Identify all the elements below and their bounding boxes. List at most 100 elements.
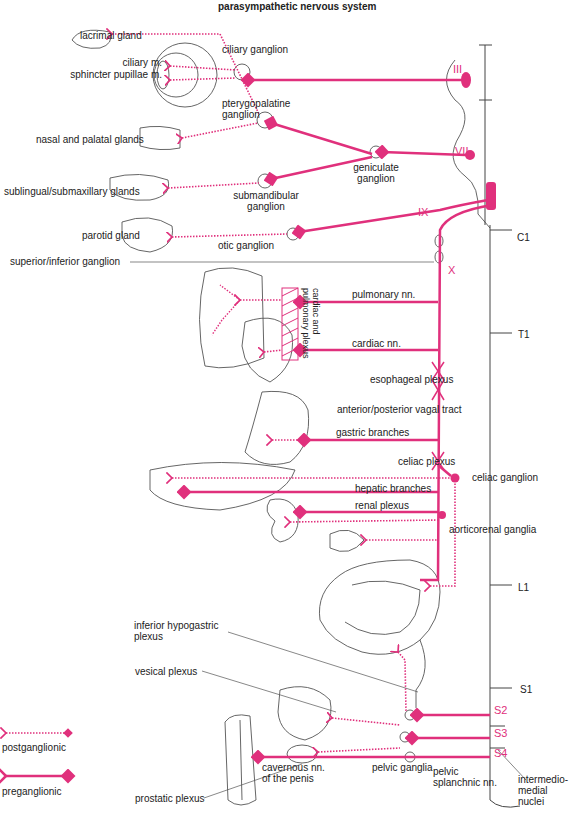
postganglionic-fiber xyxy=(172,234,287,237)
bronchial-branch xyxy=(212,285,240,335)
ganglion-circle xyxy=(400,732,410,742)
part-label: celiac plexus xyxy=(398,456,455,467)
part-label: submandibular ganglion xyxy=(230,190,302,212)
postganglionic-fiber xyxy=(182,123,258,138)
organ-outline xyxy=(319,560,440,654)
diagram-title: parasympathetic nervous system xyxy=(218,1,376,12)
plexus-hatch xyxy=(282,288,298,360)
part-label: aorticorenal ganglia xyxy=(449,524,536,535)
preganglionic-fiber xyxy=(412,737,490,740)
organ-outline xyxy=(225,715,256,805)
legend-sample xyxy=(6,733,68,776)
organ-outline xyxy=(267,499,298,542)
part-label: pterygopalatine ganglion xyxy=(222,98,302,120)
postganglionic-fiber xyxy=(290,520,440,522)
preganglionic-fiber xyxy=(184,80,490,757)
organ-outline xyxy=(153,43,217,107)
nucleus xyxy=(438,72,496,519)
organ-outline xyxy=(330,530,364,551)
part-label: renal plexus xyxy=(355,500,409,511)
part-label: anterior/posterior vagal tract xyxy=(337,404,462,415)
preganglionic-fiber xyxy=(258,756,490,759)
postganglionic-fiber xyxy=(170,78,236,80)
plexus-hatch xyxy=(282,288,298,356)
part-label: VII xyxy=(455,146,468,157)
postganglionic-fiber xyxy=(240,299,282,301)
preganglionic-fiber xyxy=(382,152,466,155)
part-label: S2 xyxy=(494,705,507,716)
plexus-hatch xyxy=(282,288,298,360)
postganglionic-fiber xyxy=(172,477,450,479)
preganglionic-fiber xyxy=(248,79,462,82)
part-label: cardiac nn. xyxy=(352,338,401,349)
ganglion-circle xyxy=(258,174,272,188)
postganglionic-fiber xyxy=(170,66,236,70)
part-label: superior/inferior ganglion xyxy=(10,256,120,267)
leader-line xyxy=(130,262,434,263)
postganglionic-fiber xyxy=(112,34,455,752)
part-label: pelvic splanchnic nn. xyxy=(433,766,503,788)
postganglionic-fiber xyxy=(398,652,406,711)
ganglion-circle xyxy=(287,228,299,240)
vagus-trunk xyxy=(420,205,492,580)
part-label: parotid gland xyxy=(82,230,140,241)
part-label: S1 xyxy=(520,684,532,695)
bronchial-branch xyxy=(212,285,240,335)
spinal-cord xyxy=(490,225,520,807)
part-label: S3 xyxy=(494,728,507,739)
part-label: nasal and palatal glands xyxy=(36,134,144,145)
organ-outline xyxy=(72,30,490,805)
nucleus xyxy=(461,72,471,88)
part-label: ciliary m. xyxy=(100,57,162,68)
organ-outline xyxy=(245,391,309,464)
part-label: prostatic plexus xyxy=(135,793,204,804)
part-label: cavernous nn. of the penis xyxy=(262,762,332,784)
preganglionic-fiber xyxy=(300,349,438,352)
legend-sample xyxy=(6,775,68,778)
legend-text: preganglionic xyxy=(2,786,62,797)
organ-outline xyxy=(140,126,180,149)
part-label: esophageal plexus xyxy=(370,374,453,385)
part-label: pelvic ganglia xyxy=(372,762,433,773)
organ-outline xyxy=(287,745,317,763)
part-label: C1 xyxy=(517,232,530,243)
spinal-cord xyxy=(479,45,520,807)
organ-outline xyxy=(416,640,425,708)
postganglionic-fiber xyxy=(366,539,438,541)
preganglionic-fiber xyxy=(300,511,438,514)
part-label: pulmonary nn. xyxy=(352,289,415,300)
part-label: hepatic branches xyxy=(355,483,431,494)
part-label: otic ganglion xyxy=(218,240,274,251)
part-label: T1 xyxy=(518,329,530,340)
postganglionic-fiber xyxy=(168,183,259,188)
ganglion-circle xyxy=(405,710,415,720)
part-label: vesical plexus xyxy=(135,666,197,677)
part-label: lacrimal gland xyxy=(80,30,142,41)
organ-outline xyxy=(242,318,293,382)
nucleus xyxy=(451,474,460,483)
preganglionic-fiber xyxy=(417,714,490,717)
part-label: III xyxy=(453,64,462,75)
leader-line xyxy=(202,671,336,712)
part-label: geniculate ganglion xyxy=(346,162,406,184)
postganglionic-fiber xyxy=(332,718,400,725)
part-label: sphincter pupillae m. xyxy=(40,69,162,80)
organ-outline xyxy=(200,268,265,368)
preganglionic-fiber xyxy=(299,200,488,232)
spinal-cord xyxy=(490,230,512,748)
legend-text: postganglionic xyxy=(2,742,66,753)
part-label: S4 xyxy=(494,748,507,759)
part-label: sublingual/submaxillary glands xyxy=(4,186,140,197)
organ-outline xyxy=(345,581,420,634)
part-label: intermedio- medial nuclei xyxy=(518,774,572,807)
part-label: cardiac and pulmonary plexus xyxy=(301,288,321,360)
organ-outline xyxy=(150,463,295,511)
vagus-trunk xyxy=(420,205,492,580)
part-label: celiac ganglion xyxy=(472,472,538,483)
part-label: ciliary ganglion xyxy=(222,44,288,55)
legend-sample xyxy=(6,732,68,734)
postganglionic-fiber xyxy=(272,439,300,441)
leader-line xyxy=(228,632,418,692)
